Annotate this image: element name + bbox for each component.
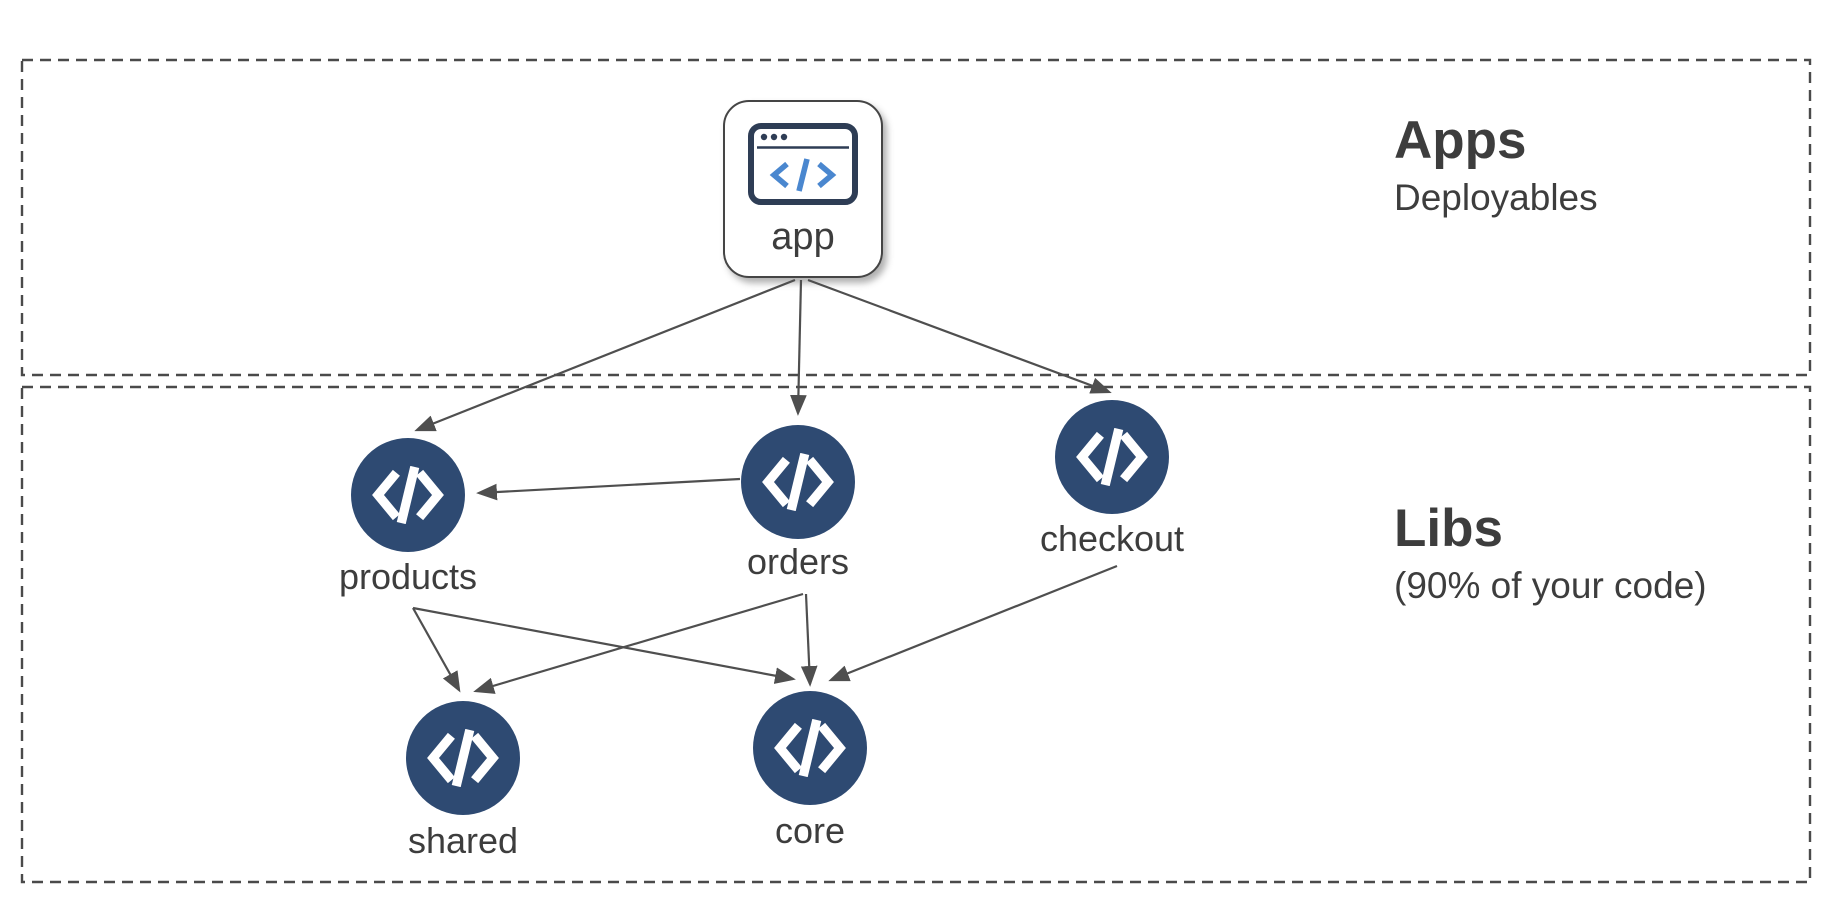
node-core xyxy=(753,691,867,805)
node-app: app xyxy=(723,100,883,278)
apps-section-label: Apps Deployables xyxy=(1394,111,1598,222)
libs-section-border xyxy=(20,385,1812,884)
edge-products-to-core xyxy=(412,606,796,684)
edge-app-to-checkout xyxy=(807,278,1112,394)
libs-section-title: Libs xyxy=(1394,499,1503,558)
edge-orders-to-core xyxy=(800,593,818,687)
apps-section-border xyxy=(20,58,1812,377)
edge-orders-to-products xyxy=(476,477,741,501)
node-label-core: core xyxy=(774,810,846,851)
edge-products-to-shared xyxy=(412,607,461,693)
libs-section-label: Libs (90% of your code) xyxy=(1394,499,1707,610)
node-orders xyxy=(741,425,855,539)
node-products xyxy=(351,438,465,552)
node-label-products: products xyxy=(338,556,478,597)
apps-section-title: Apps xyxy=(1394,111,1527,170)
node-label-orders: orders xyxy=(746,541,850,582)
browser-code-icon xyxy=(748,123,858,205)
libs-section-subtitle: (90% of your code) xyxy=(1394,565,1707,607)
node-shared xyxy=(406,701,520,815)
edge-app-to-orders xyxy=(790,279,807,416)
apps-section-subtitle: Deployables xyxy=(1394,177,1598,219)
node-label-shared: shared xyxy=(407,820,519,861)
edge-checkout-to-core xyxy=(828,564,1118,682)
node-checkout xyxy=(1055,400,1169,514)
edge-app-to-products xyxy=(414,278,796,432)
node-label-checkout: checkout xyxy=(1039,518,1185,559)
edge-orders-to-shared xyxy=(473,592,804,694)
node-label: app xyxy=(771,216,835,258)
